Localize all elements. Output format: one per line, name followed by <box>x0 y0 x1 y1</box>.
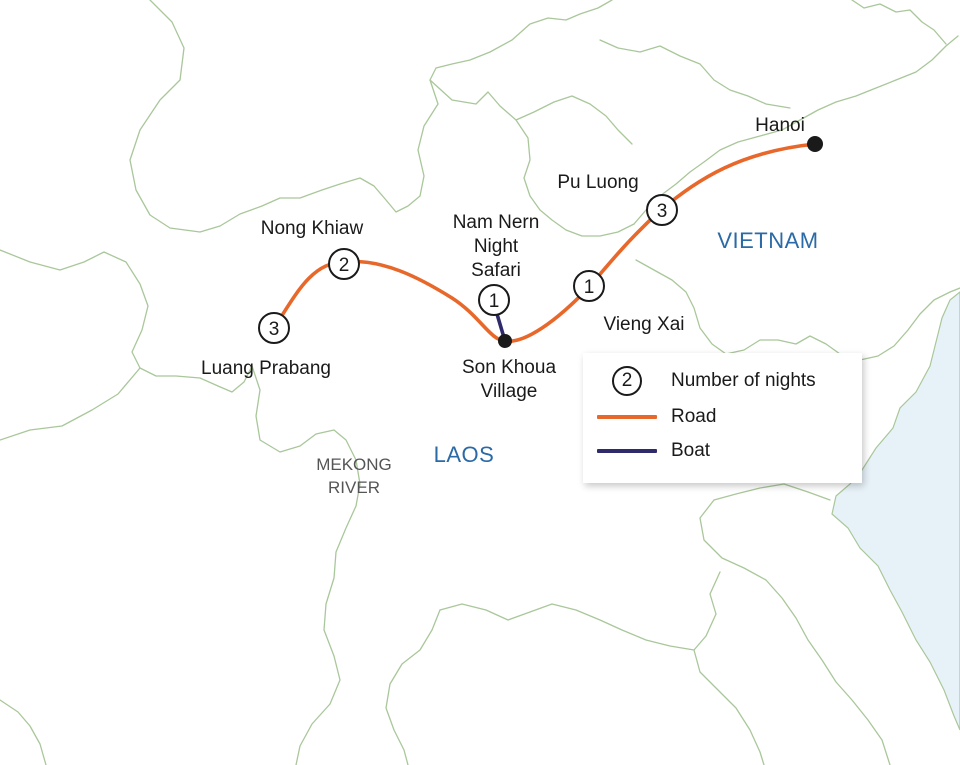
legend-boat-label: Boat <box>671 440 711 461</box>
country-label-laos: LAOS <box>434 442 495 467</box>
border-line <box>839 287 960 361</box>
nights-marker <box>328 248 360 280</box>
legend-road-line <box>597 415 657 419</box>
place-label: Pu Luong <box>557 172 638 193</box>
border-line <box>251 365 361 765</box>
border-line <box>439 603 695 651</box>
nights-count: 3 <box>269 319 280 340</box>
legend-nights-symbol: 2 <box>612 366 642 396</box>
legend-boat-line <box>597 449 657 453</box>
border-line <box>635 259 841 355</box>
border-line <box>693 571 765 765</box>
nights-marker <box>646 194 678 226</box>
border-line <box>515 95 633 145</box>
place-label: Son Khoua <box>462 357 556 378</box>
place-dot <box>498 334 512 348</box>
place-nong-khiaw: 2 Nong Khiaw <box>261 218 364 280</box>
nights-marker <box>258 312 290 344</box>
place-label: Safari <box>471 260 521 281</box>
place-label: Luang Prabang <box>201 358 331 379</box>
nights-count: 3 <box>657 201 668 222</box>
legend-row-boat: Boat <box>583 437 710 465</box>
border-line <box>851 0 947 45</box>
place-label: Nong Khiaw <box>261 218 364 239</box>
nights-count: 1 <box>584 277 595 298</box>
border-line <box>633 35 959 225</box>
place-son-khoua: Son Khoua Village <box>462 334 556 402</box>
place-luang-prabang: 3 Luang Prabang <box>201 312 331 379</box>
legend-row-road: Road <box>583 403 716 431</box>
place-nam-nern: 1 Nam Nern Night Safari <box>453 212 540 316</box>
border-line <box>0 699 47 765</box>
legend-symbol <box>583 415 671 419</box>
nights-marker <box>573 270 605 302</box>
country-label-vietnam: VIETNAM <box>717 228 818 253</box>
nights-marker <box>478 284 510 316</box>
place-pu-luong: 3 Pu Luong <box>557 172 678 226</box>
place-label: Hanoi <box>755 115 805 136</box>
river-label-line: MEKONG <box>316 455 392 474</box>
nights-count: 2 <box>339 255 350 276</box>
border-line <box>0 249 253 393</box>
river-label-line: RIVER <box>328 478 380 497</box>
place-hanoi: Hanoi <box>755 115 823 152</box>
place-label: Village <box>481 381 538 402</box>
border-line <box>599 39 791 109</box>
place-label: Nam Nern <box>453 212 540 233</box>
legend-row-nights: 2 Number of nights <box>583 366 816 396</box>
border-line <box>699 483 891 765</box>
legend-road-label: Road <box>671 406 717 427</box>
nights-count: 1 <box>489 291 500 312</box>
place-dot <box>807 136 823 152</box>
place-label: Night <box>474 236 519 257</box>
border-line <box>385 609 441 765</box>
legend-symbol <box>583 449 671 453</box>
border-line <box>429 79 635 237</box>
border-line <box>0 367 141 441</box>
place-label: Vieng Xai <box>604 314 685 335</box>
place-vieng-xai: 1 Vieng Xai <box>573 270 685 335</box>
border-line <box>129 0 613 233</box>
sea-area <box>831 291 960 731</box>
map-legend: 2 Number of nights Road Boat <box>583 353 862 483</box>
legend-symbol: 2 <box>583 366 671 396</box>
legend-nights-label: Number of nights <box>671 370 816 391</box>
